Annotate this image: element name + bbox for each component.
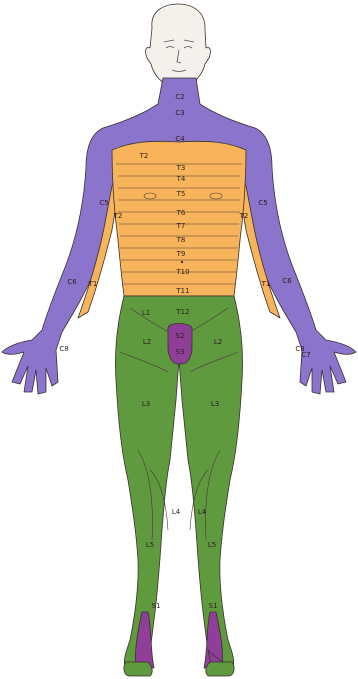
label-t10: T10 (175, 268, 189, 276)
label-c5-left: C5 (99, 199, 108, 207)
label-l2-left: L2 (143, 338, 151, 346)
label-l4-left: L4 (172, 508, 181, 516)
label-t7: T7 (176, 222, 186, 230)
label-t1-right: T1 (261, 280, 271, 288)
label-c8-right: C8 (295, 345, 304, 353)
label-l3-right: L3 (211, 400, 219, 408)
label-c5-right: C5 (258, 199, 267, 207)
label-c6-right: C6 (282, 277, 292, 285)
label-s1-right: S1 (209, 602, 218, 610)
label-t2-right: T2 (239, 212, 249, 220)
feet (124, 662, 234, 676)
label-c4: C4 (175, 135, 185, 143)
label-c8-left: C8 (59, 345, 68, 353)
label-l5-right: L5 (208, 541, 216, 549)
head (146, 4, 211, 84)
label-t5: T5 (176, 190, 186, 198)
label-t11: T11 (175, 287, 189, 295)
label-s2: S2 (176, 332, 185, 340)
label-l3-left: L3 (142, 400, 150, 408)
label-t4: T4 (176, 175, 186, 183)
label-c2: C2 (175, 93, 184, 101)
label-t3: T3 (176, 164, 186, 172)
label-l5-left: L5 (146, 541, 154, 549)
label-t2-top: T2 (139, 152, 149, 160)
label-t8: T8 (176, 236, 186, 244)
label-s3: S3 (176, 348, 185, 356)
label-l4-right: L4 (198, 508, 207, 516)
label-t2-left: T2 (113, 212, 123, 220)
label-s1-left: S1 (152, 602, 161, 610)
label-l2-right: L2 (214, 338, 222, 346)
label-t9: T9 (176, 250, 186, 258)
label-c3: C3 (175, 109, 184, 117)
label-t12: T12 (175, 308, 189, 316)
label-c6-left: C6 (67, 278, 77, 286)
label-t6: T6 (176, 209, 186, 217)
label-t1-left: T1 (88, 280, 98, 288)
label-l1: L1 (142, 309, 150, 317)
